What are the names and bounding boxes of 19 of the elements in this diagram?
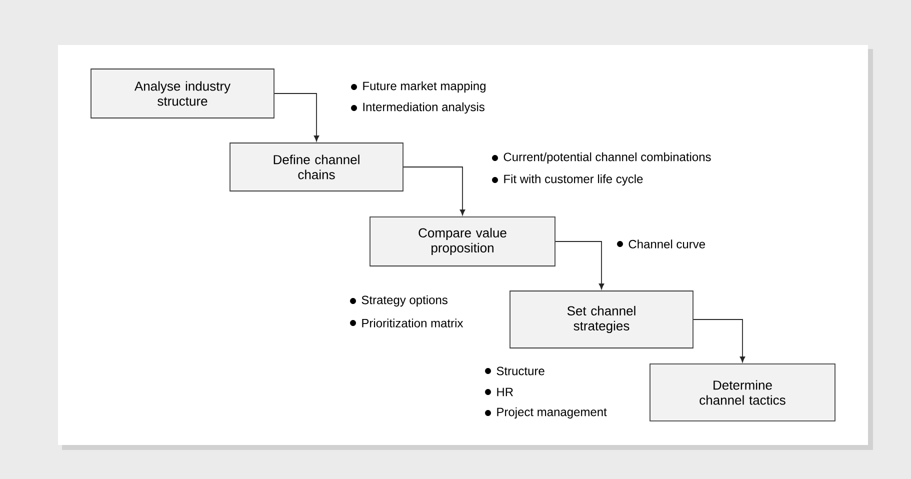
process-box: Define channel chains bbox=[230, 142, 404, 192]
process-box: Compare value proposition bbox=[370, 216, 556, 266]
process-box: Determine channel tactics bbox=[650, 364, 836, 422]
arrow bbox=[403, 166, 466, 216]
process-box: Set channel strategies bbox=[510, 290, 694, 348]
bullet-text: HR bbox=[497, 388, 513, 396]
bullet-text: Channel curve bbox=[628, 240, 705, 248]
bullet-text: Current/potential channel combinations bbox=[504, 152, 711, 164]
bullet-text: Strategy options bbox=[362, 295, 448, 307]
arrow bbox=[555, 241, 604, 290]
bullet-text: Fit with customer life cycle bbox=[504, 174, 643, 186]
bullet-text: Prioritization matrix bbox=[362, 318, 464, 328]
arrow bbox=[274, 93, 320, 142]
arrow bbox=[693, 319, 746, 362]
bullet-text: Intermediation analysis bbox=[363, 102, 484, 114]
bullet-text: Structure bbox=[496, 366, 544, 376]
bullet-text: Future market mapping bbox=[363, 81, 486, 93]
process-box: Analyse industry structure bbox=[90, 68, 274, 118]
bullet-text: Project management bbox=[497, 407, 607, 419]
